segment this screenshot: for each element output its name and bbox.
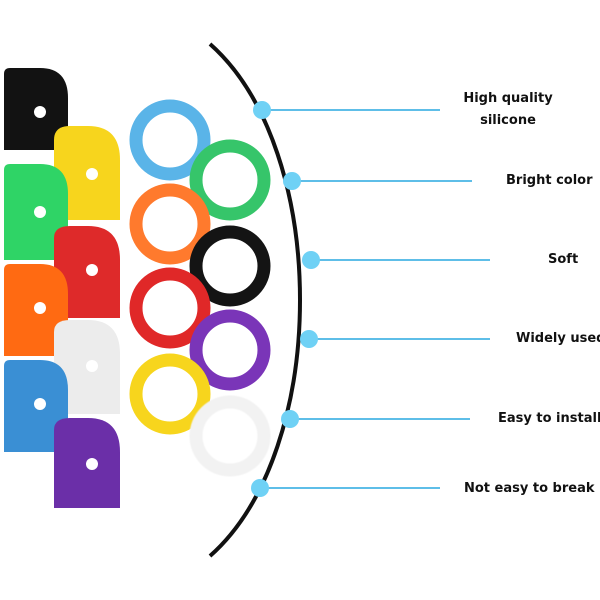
- key-cap-hole: [86, 458, 98, 470]
- key-caps: [4, 68, 120, 508]
- feature-label-line: High quality: [463, 91, 553, 106]
- ring-red: [129, 267, 211, 349]
- key-cap-hole: [34, 206, 46, 218]
- feature-label-soft: Soft: [548, 252, 579, 267]
- key-cap-hole: [86, 168, 98, 180]
- bullet-dot-icon: [283, 172, 301, 190]
- feature-label-line: silicone: [480, 113, 536, 128]
- bullet-dot-icon: [253, 101, 271, 119]
- key-cap-hole: [34, 106, 46, 118]
- ring-purple: [189, 309, 271, 391]
- feature-label-bright-color: Bright color: [506, 173, 593, 188]
- bullet-dot-icon: [281, 410, 299, 428]
- ring-yellow: [129, 353, 211, 435]
- feature-label-widely-used: Widely used: [516, 331, 600, 346]
- key-cap-hole: [86, 360, 98, 372]
- key-cap-hole: [86, 264, 98, 276]
- feature-label-quality: High quality silicone: [452, 88, 564, 132]
- ring-black: [189, 225, 271, 307]
- feature-label-not-easy-break: Not easy to break: [464, 481, 595, 496]
- key-cap-hole: [34, 398, 46, 410]
- ring-orange: [129, 183, 211, 265]
- ring-white: [189, 395, 271, 477]
- ring-blue: [129, 99, 211, 181]
- ring-green: [189, 139, 271, 221]
- bullet-dot-icon: [300, 330, 318, 348]
- feature-label-easy-install: Easy to install: [498, 411, 600, 426]
- feature-connectors: [251, 101, 490, 497]
- bullet-dot-icon: [302, 251, 320, 269]
- bullet-dot-icon: [251, 479, 269, 497]
- divider-arc: [208, 42, 302, 558]
- key-cap-hole: [34, 302, 46, 314]
- key-rings: [129, 99, 271, 477]
